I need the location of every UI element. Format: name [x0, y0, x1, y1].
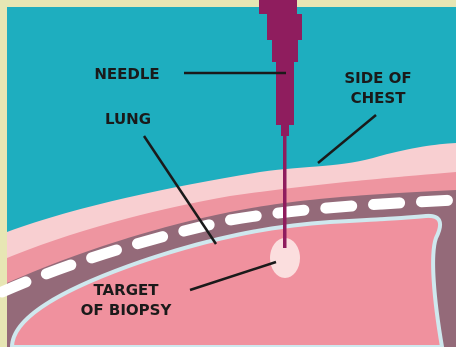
lung-label: LUNG — [88, 109, 168, 129]
side-of-chest-label: SIDE OF CHEST — [328, 68, 428, 108]
needle-label: NEEDLE — [72, 64, 182, 84]
target-of-biopsy-label: TARGET OF BIOPSY — [66, 280, 186, 320]
needle-shaft — [283, 130, 287, 248]
